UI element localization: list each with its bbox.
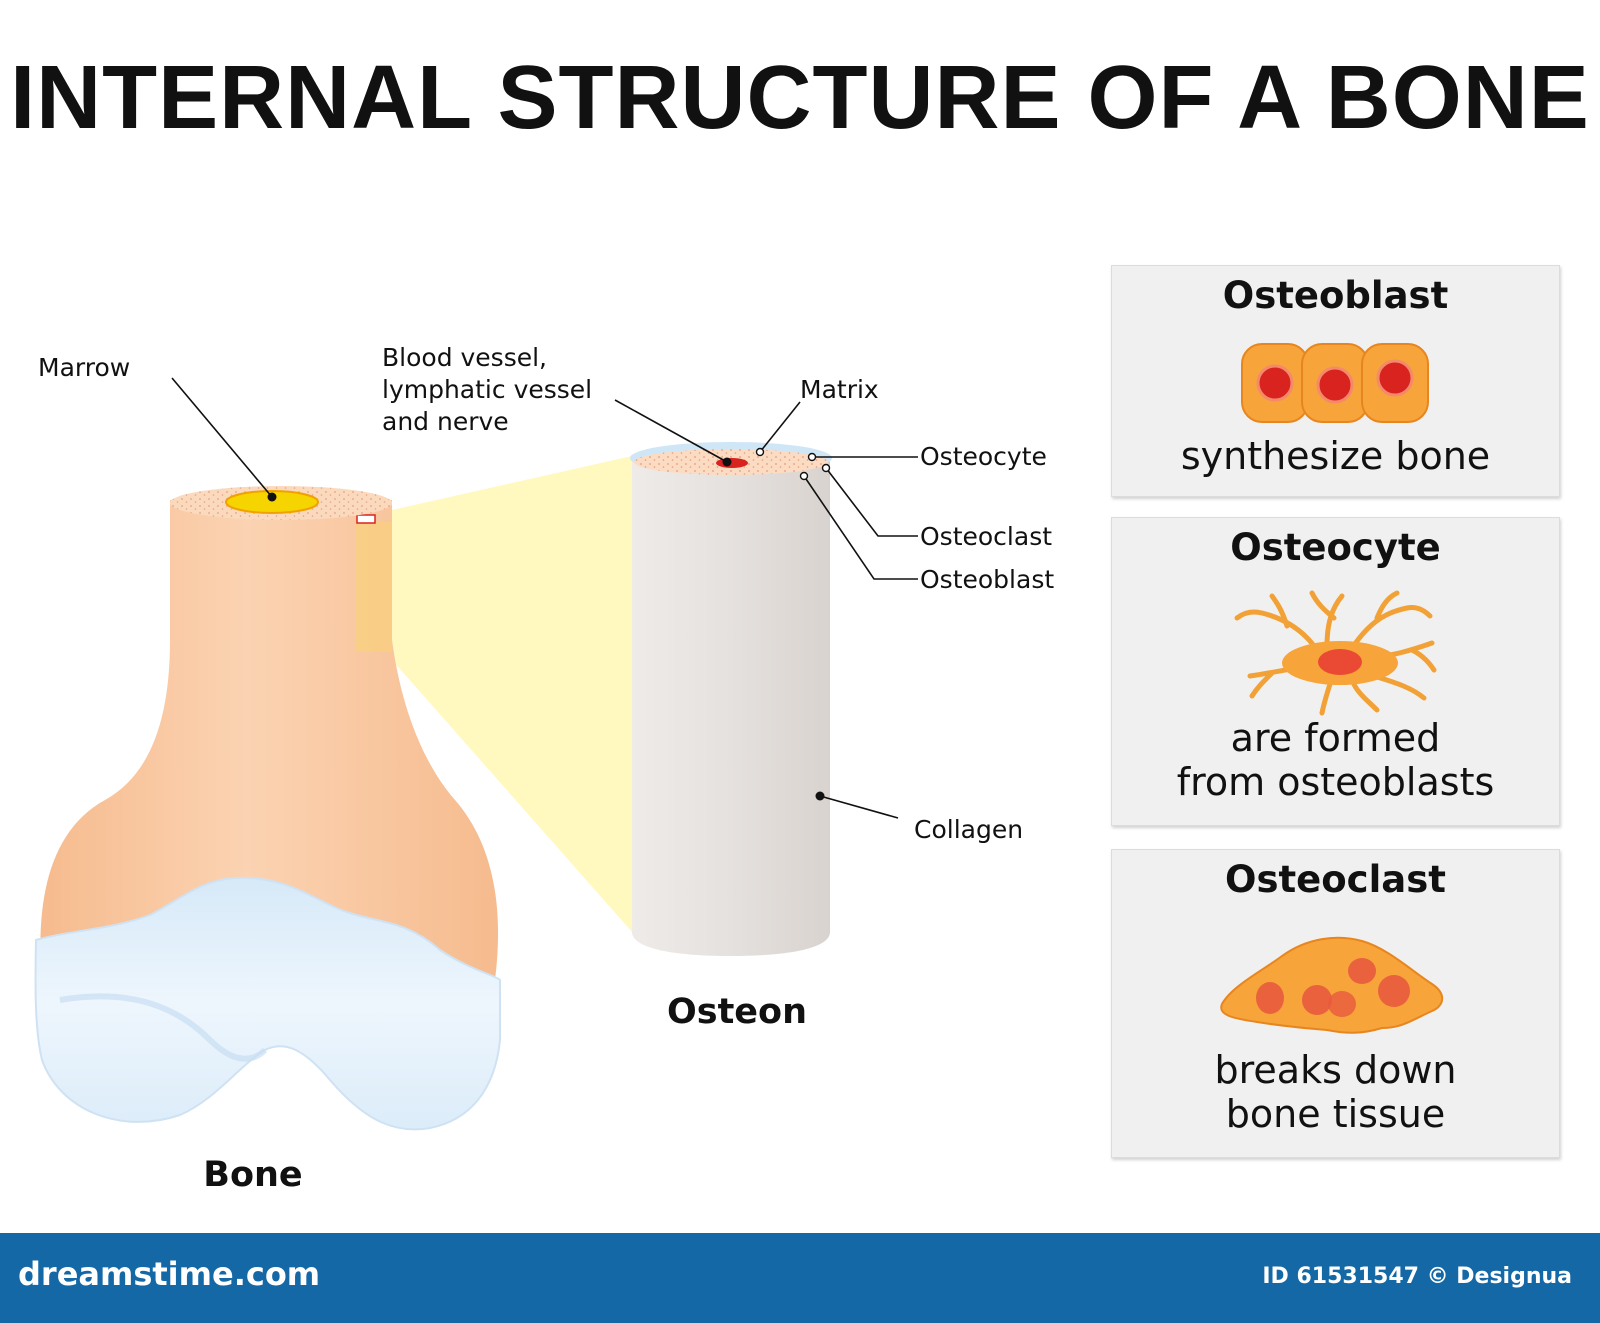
osteocyte-card-text: are formed from osteoblasts [1112, 716, 1559, 804]
osteoclast-card: Osteoclast breaks down bone tissue [1111, 849, 1560, 1158]
marrow-region [225, 490, 319, 514]
footer-credit: ID 61531547 © Designua [1262, 1264, 1572, 1289]
diagram-title: INTERNAL STRUCTURE OF A BONE [10, 48, 1590, 148]
osteoblast-card-line-1: synthesize bone [1180, 434, 1491, 478]
osteocyte-cell-icon [1234, 590, 1437, 716]
osteoclast-cell-icon [1220, 936, 1444, 1034]
label-osteoclast: Osteoclast [920, 522, 1052, 551]
zoom-highlight [392, 456, 632, 932]
cartilage [34, 876, 501, 1131]
label-vessel-3: and nerve [382, 407, 509, 436]
cartilage-shade [59, 993, 268, 1062]
osteoclast-card-line-2: bone tissue [1225, 1092, 1446, 1136]
osteoblast-card-text: synthesize bone [1112, 434, 1559, 478]
osteoclast-dot [821, 463, 831, 473]
osteocyte-card: Osteocyte are formed from osteoblasts [1111, 517, 1560, 826]
osteoblast-card: Osteoblast synthesize bone [1111, 265, 1560, 497]
matrix-leader [759, 401, 801, 453]
label-osteoblast: Osteoblast [920, 565, 1054, 594]
label-vessel-2: lymphatic vessel [382, 375, 592, 404]
caption-bone: Bone [203, 1155, 302, 1195]
haversian-canal [716, 458, 748, 468]
marrow-leader [171, 377, 273, 498]
label-osteocyte: Osteocyte [920, 442, 1047, 471]
caption-osteon: Osteon [667, 992, 807, 1032]
footer-brand[interactable]: dreamstime.com [18, 1255, 321, 1293]
osteocyte-card-line-2: from osteoblasts [1176, 760, 1495, 804]
osteocyte-card-line-1: are formed [1230, 716, 1441, 760]
osteoblast-leader [803, 475, 918, 580]
vessel-leader [614, 399, 728, 463]
label-matrix: Matrix [800, 375, 879, 404]
label-collagen: Collagen [914, 815, 1023, 844]
label-vessel-1: Blood vessel, [382, 343, 547, 372]
vessel-dot [722, 457, 732, 467]
osteoclast-card-text: breaks down bone tissue [1112, 1048, 1559, 1136]
collagen-leader [819, 795, 899, 819]
matrix-dot [755, 447, 765, 457]
label-marrow: Marrow [38, 353, 130, 382]
osteoblast-dot [799, 471, 809, 481]
bone-cut-marker [356, 514, 376, 524]
osteoclast-card-line-1: breaks down [1214, 1048, 1457, 1092]
osteoclast-card-title: Osteoclast [1225, 858, 1446, 901]
bone-diagram: Marrow Blood vessel, lymphatic vessel an… [34, 343, 1054, 1195]
osteoblast-card-title: Osteoblast [1222, 274, 1449, 317]
osteoblast-cells-icon [1241, 343, 1429, 423]
osteon-body [632, 460, 830, 956]
marrow-dot [267, 492, 277, 502]
footer-bar: dreamstime.com ID 61531547 © Designua [0, 1233, 1600, 1323]
bone-cut-strip [355, 522, 392, 652]
osteocyte-dot [807, 452, 817, 462]
collagen-dot [815, 791, 825, 801]
osteoclast-leader [825, 467, 918, 537]
osteocyte-card-title: Osteocyte [1230, 526, 1441, 569]
